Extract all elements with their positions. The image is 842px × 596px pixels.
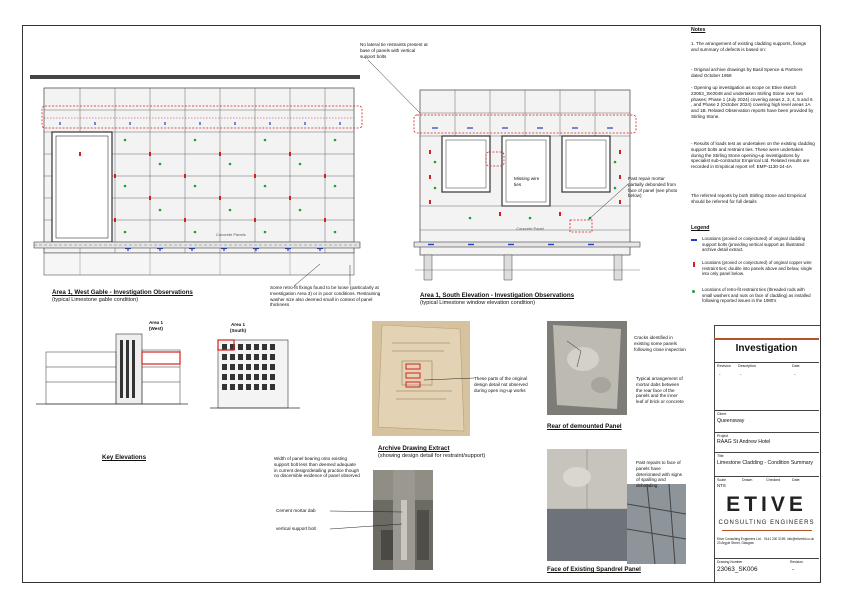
date-header: Date	[792, 364, 800, 368]
red-tick-icon	[693, 262, 695, 267]
client-label: Client	[717, 412, 727, 416]
client-value: Queensway	[717, 418, 745, 424]
key-elevation-south	[210, 339, 300, 409]
notes-item-3: - Opening up investigation as scope on E…	[691, 85, 814, 119]
drawing-number: 23063_SK006	[717, 566, 758, 573]
logo-rule	[722, 530, 812, 531]
project-value: RAAG St Andrew Hotel	[717, 439, 771, 445]
title-block-divider	[714, 452, 819, 453]
title-block-divider	[714, 476, 819, 477]
blue-dash-icon	[691, 239, 697, 241]
contact-text: 0141 230 3199, info@etiveltd.co.uk	[764, 537, 815, 541]
leader-line	[293, 263, 321, 287]
etive-logo-subtitle: CONSULTING ENGINEERS	[718, 520, 815, 526]
key-elevations-title: Key Elevations	[102, 454, 147, 461]
notes-item-4: - Results of loads test as undertaken on…	[691, 141, 815, 170]
rear-panel-photo	[547, 321, 627, 415]
leader-line	[330, 510, 403, 530]
archive-drawing-subtitle: (showing design detail for restraint/sup…	[378, 453, 486, 459]
legend-item-retrofit-ties: Locations of retro-fit restraint ties (t…	[702, 287, 811, 304]
title-label: Title	[717, 454, 724, 458]
south-elevation	[413, 89, 641, 281]
address-text: Etive Consulting Engineers Ltd, 23 Argyl…	[717, 537, 762, 545]
leader-line	[423, 377, 475, 381]
etive-logo: ETIVE	[726, 493, 807, 516]
drawing-number-label: Drawing Number	[717, 560, 743, 564]
no-lateral-tie-note: No lateral tie restraints present at bas…	[360, 42, 428, 59]
concrete-panel-label: Concrete Panel	[516, 226, 544, 231]
revision-number: -	[792, 566, 795, 573]
key-elevation-west	[36, 333, 188, 405]
spandrel-panel-title: Face of Existing Spandrel Panel	[547, 566, 641, 573]
cement-mortar-dab-label: Cement mortar dab	[276, 508, 316, 513]
legend-item-copper-ties: Locations (proved or conjectured) of ori…	[702, 260, 813, 277]
leader-line	[587, 183, 629, 221]
south-elevation-title: Area 1, South Elevation - Investigation …	[420, 292, 575, 299]
sheet-frame	[22, 25, 821, 583]
legend-item-support-bolts: Locations (proved or conjectured) of ori…	[702, 236, 806, 253]
leader-line	[367, 59, 421, 114]
status-text: Investigation	[735, 343, 798, 354]
mortar-dabs-note: Typical arrangement of mortar dabs betwe…	[636, 376, 684, 405]
description-header: Description	[738, 364, 756, 368]
title-block-divider	[714, 432, 819, 433]
date-value: -	[794, 372, 796, 377]
drawn-label: Drawn	[742, 478, 753, 482]
support-bolt-photo	[373, 470, 433, 570]
title-value: Limestone Cladding - Condition Summary	[717, 460, 814, 466]
past-repairs-note: Past repairs to face of panels have dete…	[636, 460, 682, 489]
revision-label: Revision	[790, 560, 804, 564]
title-block	[714, 325, 820, 582]
west-gable-title: Area 1, West Gable - Investigation Obser…	[52, 289, 193, 296]
notes-item-2: - Original archive drawings by Basil Spe…	[691, 67, 803, 78]
project-label: Project	[717, 434, 729, 438]
title-block-divider	[714, 410, 819, 411]
green-dot-icon	[692, 290, 695, 293]
key-area-west-label: Area 1 (West)	[148, 320, 164, 331]
notes-item-5: The referred reports by both Stirling St…	[691, 193, 806, 204]
scale-label: Scale	[717, 478, 726, 482]
legend-heading: Legend	[691, 225, 710, 231]
retrofit-fixings-note: Some retro-fit fixings found to be loose…	[270, 285, 381, 308]
description-value: -	[740, 372, 742, 377]
revision-value: -	[719, 372, 721, 377]
checked-label: Checked	[766, 478, 781, 482]
rear-panel-title: Rear of demounted Panel	[547, 423, 622, 430]
west-gable-elevation	[30, 75, 363, 285]
window-photo	[627, 484, 686, 564]
vertical-support-bolt-label: vertical support bolt	[276, 526, 316, 531]
notes-heading: Notes	[691, 27, 706, 33]
revision-header: Revision	[717, 364, 731, 368]
key-area-south-label: Area 1 (South)	[229, 322, 247, 333]
archive-drawing-title: Archive Drawing Extract	[378, 445, 450, 452]
scale-value: NTS	[717, 483, 726, 488]
past-repair-mortar-note: Past repair mortar partially debonded fr…	[628, 176, 678, 199]
status-bar	[714, 338, 819, 340]
archive-not-observed-note: These parts of the original design detai…	[474, 376, 528, 393]
date-label: Date	[792, 478, 800, 482]
south-elevation-subtitle: (typical Limestone window elevation cond…	[420, 300, 536, 306]
concrete-panels-label: Concrete Panels	[216, 232, 246, 237]
spandrel-panel-photo	[547, 449, 627, 561]
bearing-width-note: Width of panel bearing onto existing sup…	[274, 456, 360, 479]
title-block-divider	[714, 558, 819, 559]
west-gable-subtitle: (typical Limestone gable condition)	[52, 297, 139, 303]
title-block-divider	[714, 362, 819, 363]
notes-item-1: 1. The arrangement of existing cladding …	[691, 41, 807, 52]
archive-drawing-extract	[372, 321, 470, 436]
missing-wire-ties-note: Missing wire ties	[514, 176, 540, 187]
cracks-note: Cracks identified in existing some panel…	[634, 335, 686, 352]
